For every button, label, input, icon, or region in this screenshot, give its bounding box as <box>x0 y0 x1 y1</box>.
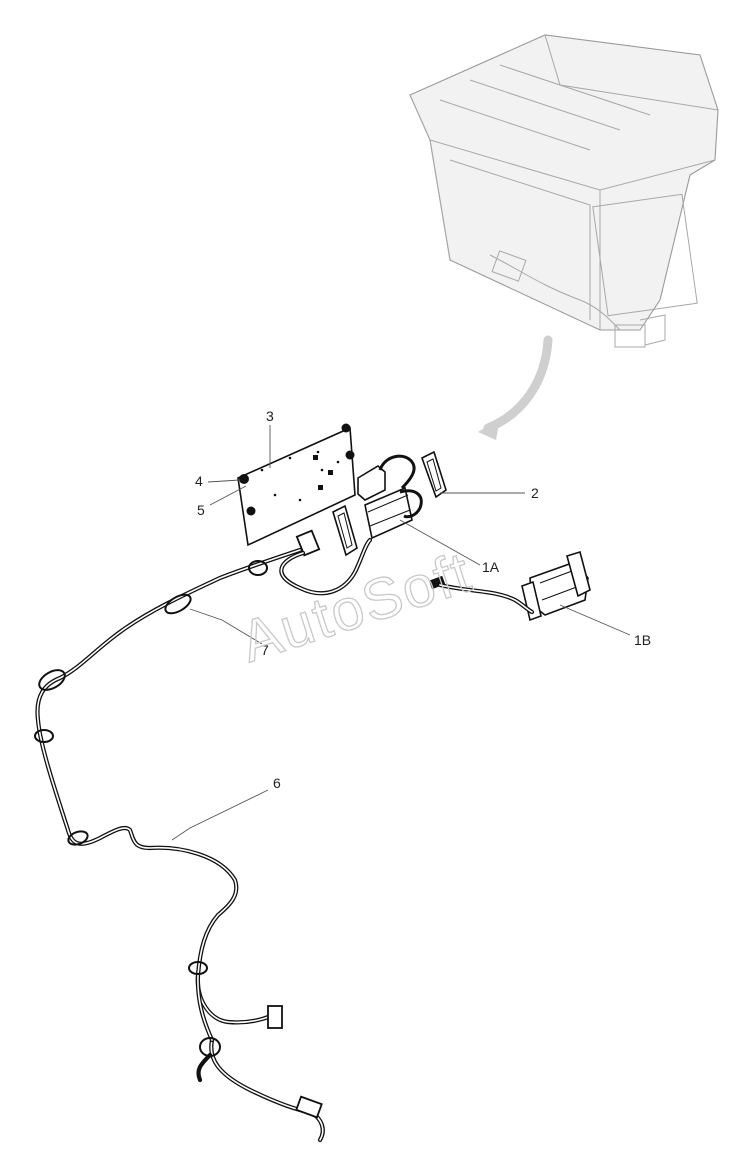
callout-2: 2 <box>531 485 539 501</box>
plug-connector <box>295 529 321 557</box>
sensor-unit-1b <box>429 550 591 622</box>
grommet-frame-2 <box>421 450 447 499</box>
callout-3: 3 <box>266 408 274 424</box>
mounting-plate <box>237 426 356 547</box>
callout-1b: 1B <box>634 632 651 648</box>
harness-connector-upper <box>267 1005 283 1029</box>
callout-7: 7 <box>261 642 269 658</box>
detail-arrow <box>483 335 553 433</box>
harness-cables <box>34 529 535 1143</box>
callout-5: 5 <box>197 502 205 518</box>
hopper-overview <box>409 34 719 348</box>
callout-4: 4 <box>195 473 203 489</box>
callout-6: 6 <box>273 775 281 791</box>
sensor-unit <box>357 454 423 540</box>
callout-1a: 1A <box>482 559 500 575</box>
mounting-bolts <box>239 423 355 516</box>
leader-lines <box>171 425 631 841</box>
harness-connector-lower <box>295 1095 323 1119</box>
detail-arrow-head <box>478 418 500 440</box>
grommet-frame-1a <box>332 504 358 557</box>
